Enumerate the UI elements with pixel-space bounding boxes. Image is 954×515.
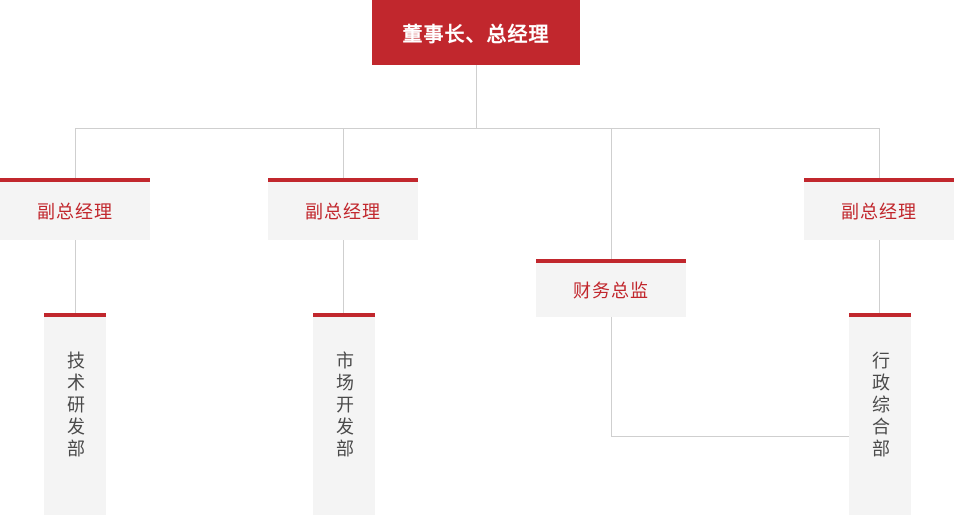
connector-horizontal-bus — [75, 128, 880, 129]
connector-finance-to-admin-dept — [611, 436, 851, 437]
node-department-market[interactable]: 市场开发部 — [313, 313, 375, 515]
node-finance-director-label: 财务总监 — [573, 281, 649, 301]
node-department-administration-label: 行政综合部 — [870, 351, 891, 461]
node-vice-general-manager-2-label: 副总经理 — [305, 202, 381, 222]
connector-bus-to-vgm-3 — [879, 128, 880, 178]
connector-root-down — [476, 65, 477, 128]
node-vice-general-manager-2[interactable]: 副总经理 — [268, 178, 418, 240]
connector-bus-to-vgm-1 — [75, 128, 76, 178]
connector-vgm2-to-market-dept — [343, 240, 344, 313]
node-department-market-label: 市场开发部 — [334, 351, 355, 461]
node-department-rnd-label: 技术研发部 — [65, 351, 86, 461]
connector-bus-to-vgm-2 — [343, 128, 344, 178]
node-vice-general-manager-1-label: 副总经理 — [37, 202, 113, 222]
node-chairman-general-manager[interactable]: 董事长、总经理 — [372, 0, 580, 65]
connector-vgm1-to-rnd-dept — [75, 240, 76, 313]
connector-finance-director-down — [611, 317, 612, 436]
node-department-administration[interactable]: 行政综合部 — [849, 313, 911, 515]
node-vice-general-manager-3[interactable]: 副总经理 — [804, 178, 954, 240]
connector-vgm3-to-admin-dept — [879, 240, 880, 313]
connector-bus-to-finance-director — [611, 128, 612, 259]
node-department-rnd[interactable]: 技术研发部 — [44, 313, 106, 515]
node-chairman-general-manager-label: 董事长、总经理 — [402, 24, 550, 46]
node-vice-general-manager-1[interactable]: 副总经理 — [0, 178, 150, 240]
node-vice-general-manager-3-label: 副总经理 — [841, 202, 917, 222]
node-finance-director[interactable]: 财务总监 — [536, 259, 686, 317]
